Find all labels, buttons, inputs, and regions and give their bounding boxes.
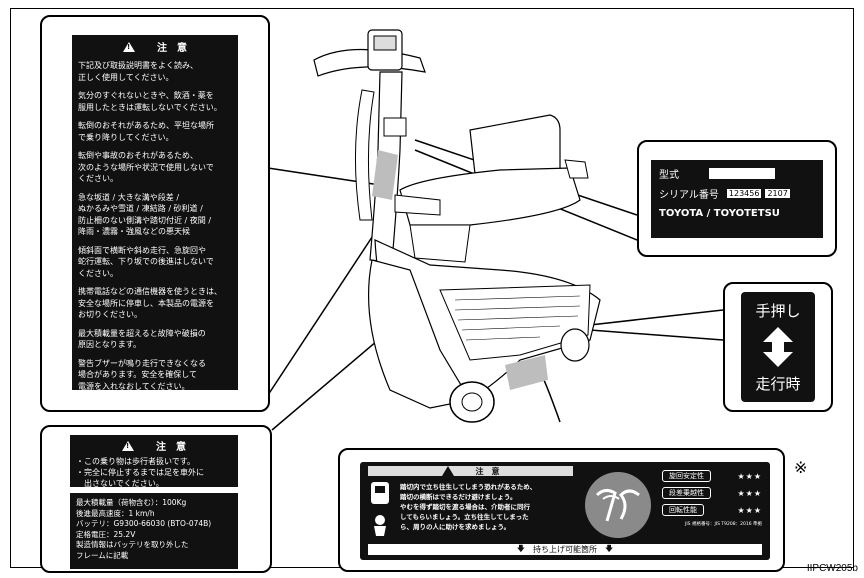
serial-row: シリアル番号 123456 2107 <box>659 186 815 201</box>
rating-stars: ★★★ <box>737 471 762 481</box>
warning-paragraph: 傾斜面で横断や斜め走行、急旋回や 蛇行運転、下り坂での後進はしないで ください。 <box>78 245 214 278</box>
model-key: 型式 <box>659 170 679 181</box>
warning-label-2: 注 意 ・この乗り物は歩行者扱いです。 ・完全に停止するまでは足を車外に 出さな… <box>70 435 238 488</box>
warning-paragraph: 携帯電話などの通信機器を使うときは、 安全な場所に停車し、本製品の電源を お切り… <box>78 287 222 319</box>
warning-label-callout-1: 注 意 下記及び取扱説明書をよく読み、 正しく使用してください。 気分のすぐれな… <box>40 15 270 412</box>
model-label: 型式 シリアル番号 123456 2107 TOYOTA / TOYOTETSU <box>651 160 823 238</box>
rating-stars: ★★★ <box>737 505 762 515</box>
warning-triangle-icon <box>441 466 454 476</box>
spec-label-text: 最大積載量（荷物含む）：100Kg 後進最高速度：1 km/h バッテリ：G93… <box>76 498 212 560</box>
railroad-label-text: 踏切内で立ち往生してしまう恐れがあるため、 踏切の横断はできるだけ避けましょう。… <box>400 483 537 531</box>
spec-label: 最大積載量（荷物含む）：100Kg 後進最高速度：1 km/h バッテリ：G93… <box>70 493 238 569</box>
maker-name: TOYOTA / TOYOTETSU <box>659 208 780 219</box>
warning-triangle-icon <box>122 440 134 451</box>
rating-name: 回転性能 <box>662 504 704 516</box>
rating-row: 回転性能 ★★★ <box>662 504 762 516</box>
warning-paragraph: 転倒のおそれがあるため、平坦な場所 で乗り降りしてください。 <box>78 121 214 142</box>
push-label-callout: 手押し 走行時 <box>723 282 833 412</box>
model-value-box <box>709 168 775 179</box>
model-label-callout: 型式 シリアル番号 123456 2107 TOYOTA / TOYOTETSU <box>637 140 837 257</box>
lift-point-bar: 🡇 持ち上げ可能箇所 🡇 <box>368 544 762 555</box>
warning-label-2-items: ・この乗り物は歩行者扱いです。 ・完全に停止するまでは足を車外に 出さないでくだ… <box>76 457 204 488</box>
ratings-panel: 旋回安定性 ★★★ 段差乗越性 ★★★ 回転性能 ★★★ JIS 規格番号：JI… <box>662 470 762 527</box>
warning-triangle-icon <box>123 41 135 52</box>
rating-name: 段差乗越性 <box>662 487 711 499</box>
warning-paragraph: 最大積載量を超えると故障や破損の 原因となります。 <box>78 328 206 350</box>
push-label: 手押し 走行時 <box>741 292 815 402</box>
serial-value-1: 123456 <box>726 189 762 198</box>
figure-id: IIPCW205b <box>806 563 858 574</box>
down-arrow-icon: 🡇 <box>516 543 525 553</box>
cert-text: JIS 規格番号：JIS T9208：2016 準拠 <box>685 522 762 527</box>
rating-row: 旋回安定性 ★★★ <box>662 470 762 482</box>
push-label-bottom: 走行時 <box>755 375 801 393</box>
railroad-crossing-icon <box>371 482 389 536</box>
warning-paragraph: 警告ブザーが鳴り走行できなくなる 場合があります。安全を確保して 電源を入れなお… <box>78 358 206 391</box>
warning-label-2-title: 注 意 <box>76 438 232 453</box>
warning-paragraph: 下記及び取扱説明書をよく読み、 正しく使用してください。 <box>78 61 198 82</box>
serial-key: シリアル番号 <box>659 190 719 201</box>
warning-label-callout-2: 注 意 ・この乗り物は歩行者扱いです。 ・完全に停止するまでは足を車外に 出さな… <box>40 425 272 573</box>
serial-value-2: 2107 <box>765 189 790 198</box>
warning-paragraph: 急な坂道 / 大きな溝や段差 / ぬかるみや雪道 / 凍結路 / 砂利道 / 防… <box>78 192 212 237</box>
railroad-label: 注 意 踏切内で立ち往生してしまう恐れがあるため、 踏切の横断はできるだけ避けま… <box>360 462 770 560</box>
warning-paragraph: 転倒や事故のおそれがあるため、 次のような場所や状況で使用しないで ください。 <box>78 151 214 183</box>
warning-paragraph: 気分のすぐれないときや、飲酒・薬を 服用したときは運転しないでください。 <box>78 91 222 112</box>
asterisk-mark: ※ <box>794 458 808 477</box>
rating-row: 段差乗越性 ★★★ <box>662 487 762 499</box>
ts-logo-icon <box>585 472 651 538</box>
warning-label-1-body: 下記及び取扱説明書をよく読み、 正しく使用してください。 気分のすぐれないときや… <box>78 60 232 392</box>
up-down-arrow-icon <box>763 327 793 367</box>
railroad-label-callout: 注 意 踏切内で立ち往生してしまう恐れがあるため、 踏切の横断はできるだけ避けま… <box>338 448 785 572</box>
railroad-label-header: 注 意 <box>368 466 573 476</box>
warning-label-1: 注 意 下記及び取扱説明書をよく読み、 正しく使用してください。 気分のすぐれな… <box>72 35 238 392</box>
down-arrow-icon: 🡇 <box>605 543 614 553</box>
push-label-top: 手押し <box>755 302 801 320</box>
rating-stars: ★★★ <box>737 488 762 498</box>
model-row: 型式 <box>659 166 815 181</box>
rating-name: 旋回安定性 <box>662 470 711 482</box>
warning-label-1-title: 注 意 <box>78 39 232 54</box>
